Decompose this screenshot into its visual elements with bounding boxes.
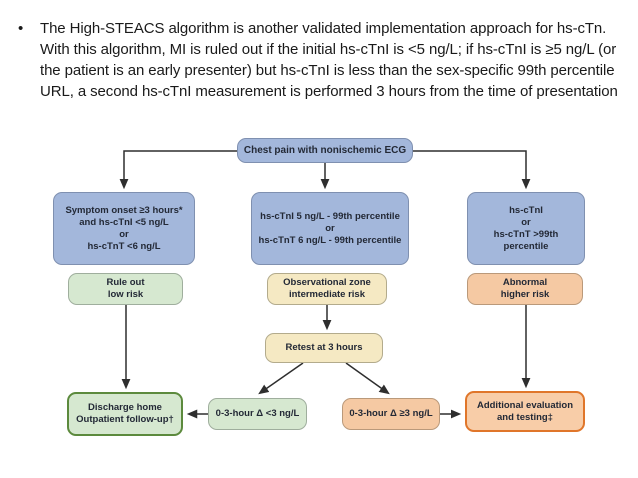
node-abnormal-higher-risk: Abnormal higher risk	[467, 273, 583, 305]
node-line: Outpatient follow-up†	[76, 414, 174, 425]
node-line: Chest pain with nonischemic ECG	[243, 144, 407, 156]
node-line: intermediate risk	[288, 289, 366, 300]
node-criteria-rule-out: Symptom onset ≥3 hours* and hs-cTnI <5 n…	[53, 192, 195, 265]
node-line: low risk	[107, 289, 144, 300]
node-chest-pain: Chest pain with nonischemic ECG	[237, 138, 413, 163]
node-discharge-home: Discharge home Outpatient follow-up†	[67, 392, 183, 436]
node-line: 0-3-hour Δ ≥3 ng/L	[349, 408, 433, 419]
node-line: or	[119, 228, 129, 240]
node-line: Observational zone	[283, 277, 371, 288]
node-criteria-abnormal: hs-cTnI or hs-cTnT >99th percentile	[467, 192, 585, 265]
flowchart-diagram: Chest pain with nonischemic ECG Symptom …	[0, 130, 638, 478]
node-rule-out-low-risk: Rule out low risk	[68, 273, 183, 305]
intro-paragraph: The High-STEACS algorithm is another val…	[40, 20, 618, 100]
intro-bullet-row: • The High-STEACS algorithm is another v…	[18, 18, 622, 102]
node-line: Discharge home	[88, 402, 162, 413]
node-observational-zone: Observational zone intermediate risk	[267, 273, 387, 305]
node-criteria-intermediate: hs-cTnI 5 ng/L - 99th percentile or hs-c…	[251, 192, 409, 265]
node-additional-evaluation: Additional evaluation and testing‡	[465, 391, 585, 432]
node-line: hs-cTnT >99th percentile	[493, 228, 559, 252]
node-line: or	[521, 216, 531, 228]
node-line: 0-3-hour Δ <3 ng/L	[215, 408, 300, 419]
node-line: higher risk	[500, 289, 550, 300]
node-line: Retest at 3 hours	[285, 342, 363, 353]
node-line: or	[325, 222, 335, 234]
node-line: Additional evaluation	[476, 399, 574, 411]
connector-lines	[119, 150, 531, 419]
node-line: Abnormal	[502, 277, 548, 288]
node-line: and hs-cTnI <5 ng/L	[79, 216, 169, 228]
node-line: hs-cTnT <6 ng/L	[87, 240, 161, 252]
node-line: hs-cTnI 5 ng/L - 99th percentile	[260, 210, 400, 222]
node-retest-3-hours: Retest at 3 hours	[265, 333, 383, 363]
node-line: and testing‡	[497, 411, 553, 423]
node-delta-less-3: 0-3-hour Δ <3 ng/L	[208, 398, 307, 430]
bullet-marker: •	[18, 20, 24, 37]
node-line: Rule out	[106, 277, 145, 288]
node-line: Symptom onset ≥3 hours*	[65, 204, 183, 216]
node-delta-greater-equal-3: 0-3-hour Δ ≥3 ng/L	[342, 398, 440, 430]
node-line: hs-cTnT 6 ng/L - 99th percentile	[258, 234, 402, 246]
node-line: hs-cTnI	[509, 204, 543, 216]
